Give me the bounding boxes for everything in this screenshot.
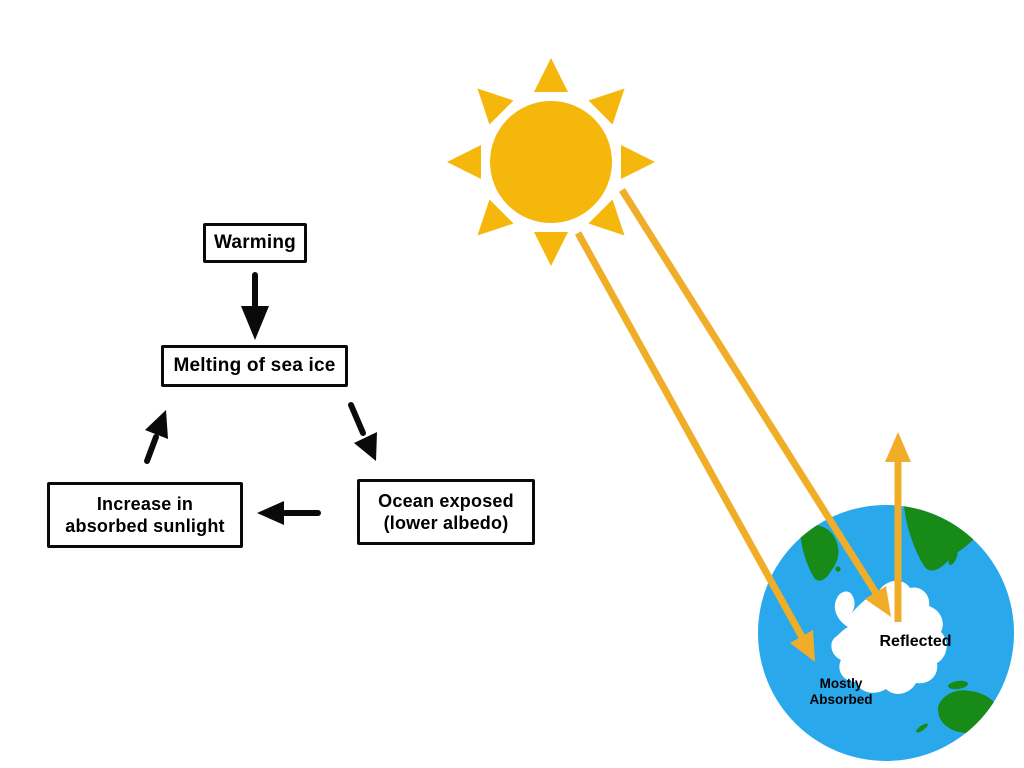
land-new-guinea (948, 680, 968, 690)
land-madagascar (948, 549, 958, 565)
land-australia (937, 690, 999, 734)
flowchart-box-increase: Increase in absorbed sunlight (47, 482, 243, 548)
flowchart-box-ocean-label: Ocean exposed (lower albedo) (378, 491, 514, 533)
reflected-ray-arrow (885, 432, 911, 622)
flowchart-box-ocean: Ocean exposed (lower albedo) (357, 479, 535, 545)
sun-rays (447, 58, 655, 266)
land-africa (904, 505, 982, 571)
sun-disc (490, 101, 612, 223)
reflected-label: Reflected (879, 633, 952, 650)
arrow-melting-to-ocean (348, 402, 377, 461)
flowchart-box-melting: Melting of sea ice (161, 345, 348, 387)
sunbeam-incoming-ice (619, 188, 891, 617)
arrow-ocean-to-increase (257, 501, 321, 525)
land-falkland-island (835, 566, 841, 572)
flowchart-box-melting-label: Melting of sea ice (173, 355, 336, 376)
arrow-increase-to-melting (144, 410, 168, 464)
mostly-absorbed-label: Mostly Absorbed (809, 676, 873, 707)
land-new-zealand (916, 723, 928, 733)
flowchart-box-warming: Warming (203, 223, 307, 263)
land-south-america (800, 524, 839, 581)
flowchart-box-increase-label: Increase in absorbed sunlight (65, 494, 225, 536)
arrow-warming-to-melting (241, 272, 269, 340)
sunbeam-absorbed (574, 231, 815, 662)
flowchart-box-warming-label: Warming (214, 232, 296, 253)
